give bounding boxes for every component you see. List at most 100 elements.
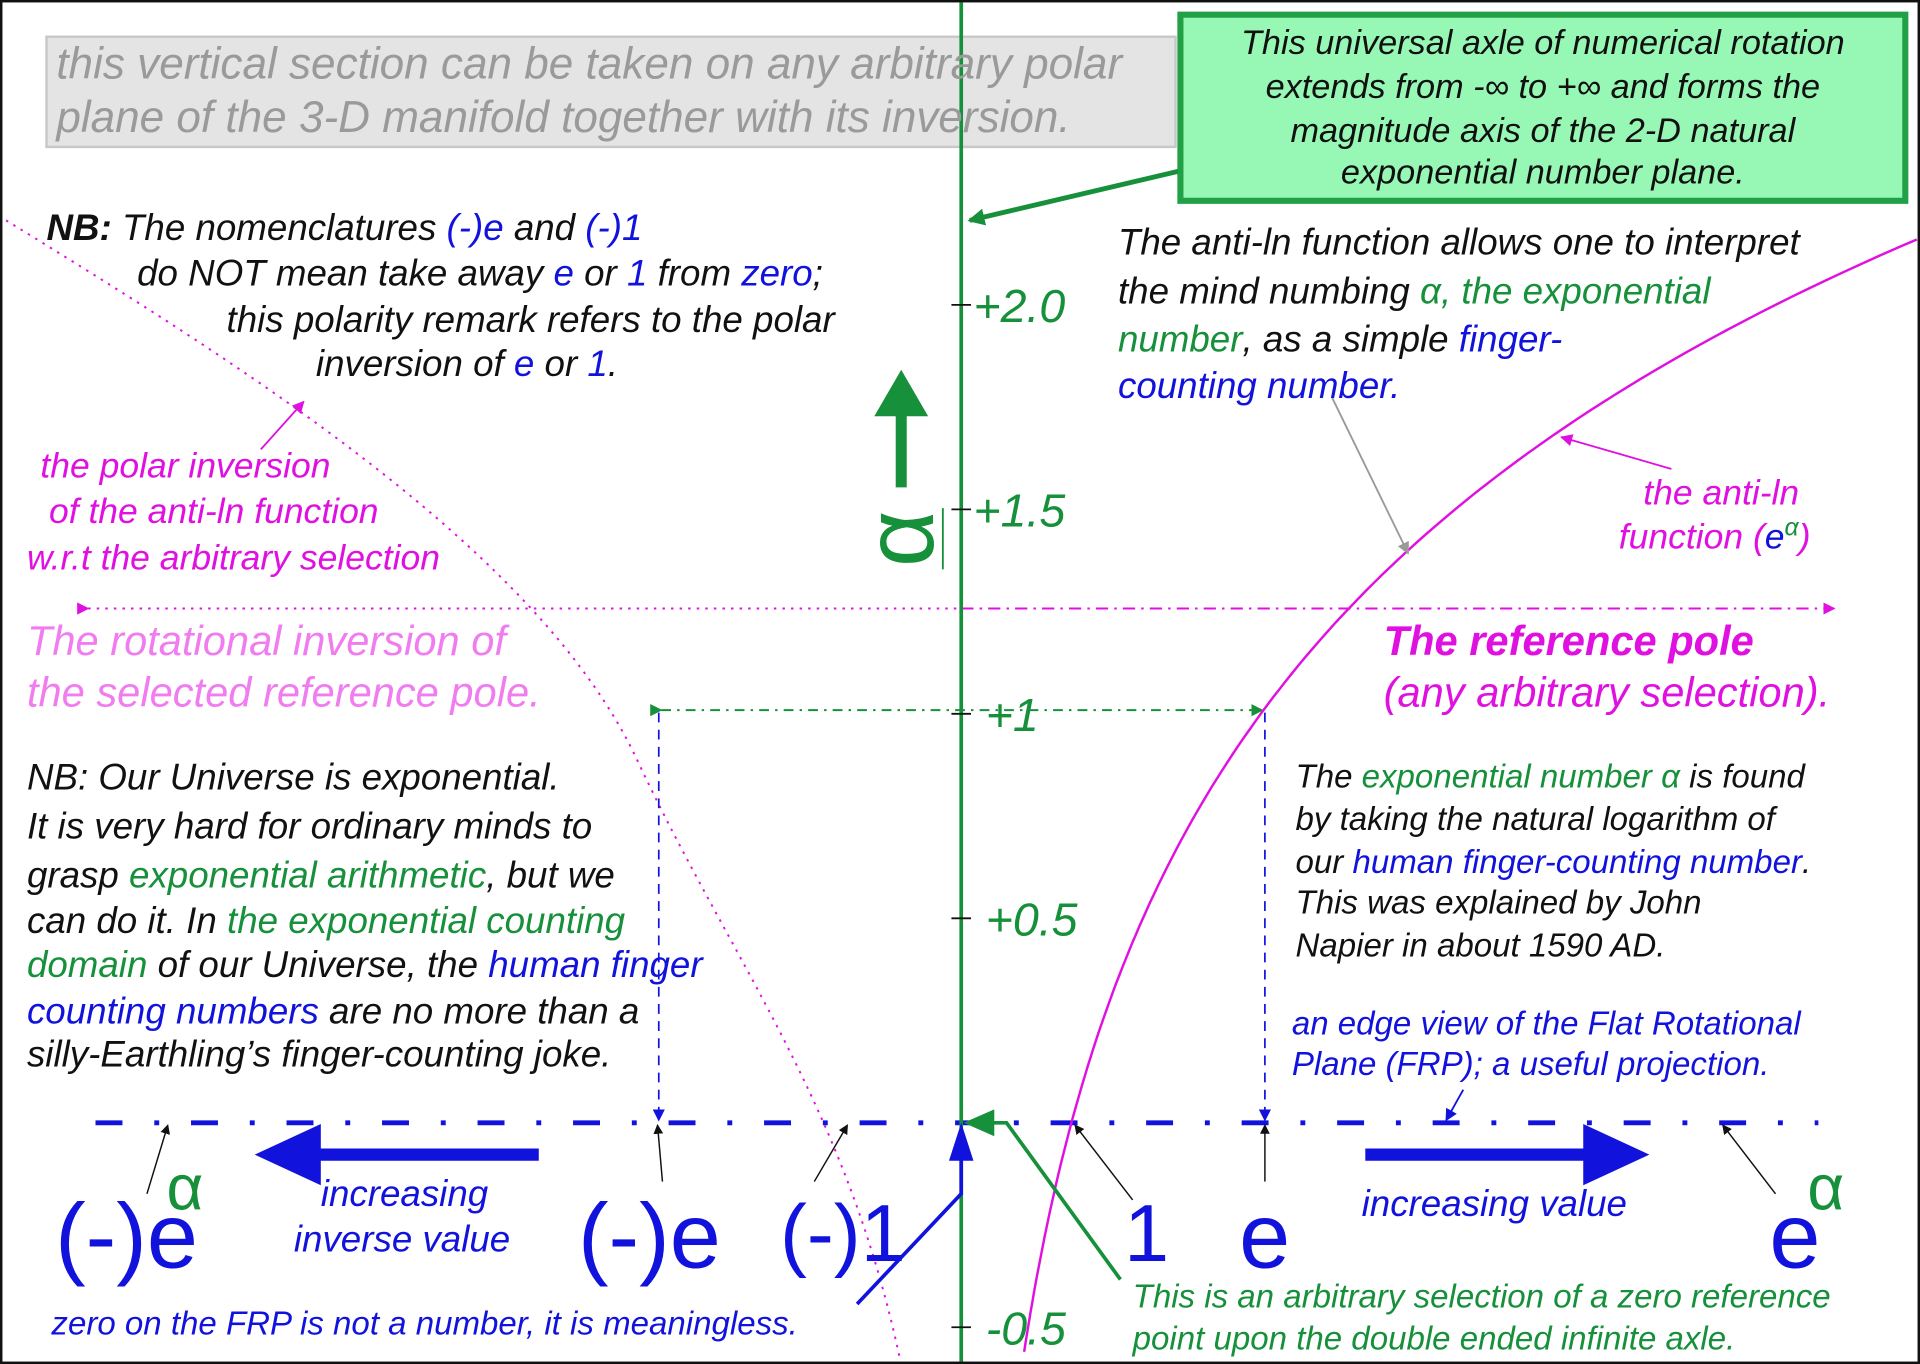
- increasing-value: increasing value: [1362, 1183, 1627, 1224]
- text-segment: the polar inversion: [40, 446, 330, 486]
- text-segment: increasing: [321, 1173, 489, 1214]
- text-segment: e: [1239, 1185, 1290, 1287]
- text-line: counting numbers are no more than a: [27, 991, 639, 1032]
- text-segment: human finger-counting number: [1352, 844, 1803, 881]
- text-segment: this vertical section can be taken on an…: [56, 39, 1124, 88]
- text-line: α: [167, 1153, 204, 1224]
- text-line: silly-Earthling’s finger-counting joke.: [27, 1033, 611, 1074]
- text-segment: or: [534, 343, 587, 384]
- text-segment: counting number.: [1118, 365, 1400, 406]
- text-segment: .: [608, 343, 618, 384]
- text-segment: grasp: [27, 855, 129, 896]
- text-line: (any arbitrary selection).: [1384, 668, 1830, 715]
- text-segment: , but we: [486, 855, 615, 896]
- text-line: The reference pole: [1384, 617, 1754, 664]
- text-segment: the anti-ln: [1643, 472, 1799, 512]
- text-segment: e: [1765, 517, 1785, 557]
- text-segment: function (: [1619, 517, 1768, 557]
- text-segment: (any arbitrary selection).: [1384, 668, 1830, 715]
- text-segment: w.r.t the arbitrary selection: [27, 537, 440, 577]
- text-segment: finger-: [1459, 318, 1562, 359]
- text-segment: human finger: [488, 944, 704, 985]
- increasing-inverse-arrow-head: [254, 1124, 321, 1186]
- text-segment: of our Universe, the: [147, 944, 488, 985]
- text-line: (-)1: [780, 1189, 906, 1279]
- text-line: exponential number plane.: [1341, 154, 1745, 192]
- text-segment: is found: [1680, 758, 1807, 795]
- text-segment: point upon the double ended infinite axl…: [1132, 1320, 1736, 1357]
- polar-inversion-curve: [5, 219, 901, 1360]
- text-segment: e: [553, 252, 573, 293]
- pointer-arrow: [1722, 1124, 1777, 1195]
- pointer-arrow: [146, 1124, 170, 1195]
- axis-tick-label: -0.5: [986, 1302, 1066, 1354]
- nb-nomenclature: NB: The nomenclatures (-)e and (-)1do NO…: [47, 207, 837, 384]
- pointer-arrow: [813, 1124, 848, 1182]
- zero-selection-note: This is an arbitrary selection of a zero…: [1132, 1279, 1831, 1358]
- text-segment: plane of the 3-D manifold together with …: [54, 93, 1070, 142]
- pointer-arrow: [1331, 397, 1409, 555]
- text-line: the anti-ln: [1643, 472, 1799, 512]
- pointer-arrow: [653, 1124, 664, 1182]
- text-segment: increasing value: [1362, 1183, 1627, 1224]
- text-line: domain of our Universe, the human finger: [27, 944, 704, 985]
- text-line: w.r.t the arbitrary selection: [27, 537, 440, 577]
- zero-meaningless-arrow: [855, 1157, 964, 1306]
- gray-note: this vertical section can be taken on an…: [54, 39, 1124, 142]
- label-e-alpha: e: [1769, 1185, 1820, 1287]
- text-segment: The reference pole: [1384, 617, 1754, 664]
- text-segment: from: [647, 252, 741, 293]
- text-segment: domain: [27, 944, 147, 985]
- alpha-up-arrow-head: [874, 369, 929, 417]
- pointer-arrow: [1445, 1089, 1465, 1122]
- axis-tick-label: +0.5: [986, 893, 1078, 945]
- text-segment: the mind numbing: [1118, 271, 1420, 312]
- text-segment: of the anti-ln function: [49, 491, 379, 531]
- text-segment: (-)1: [780, 1189, 906, 1279]
- text-segment: 1: [627, 252, 647, 293]
- text-line: number, as a simple finger-: [1118, 318, 1562, 359]
- text-segment: 1: [1124, 1189, 1169, 1279]
- text-segment: exponential number α: [1362, 758, 1681, 795]
- text-line: our human finger-counting number.: [1296, 844, 1812, 881]
- label-1: 1: [1124, 1189, 1169, 1279]
- text-segment: exponential number plane.: [1341, 154, 1745, 192]
- text-line: (-)e: [55, 1185, 198, 1287]
- text-line: The rotational inversion of: [27, 617, 510, 664]
- text-segment: This was explained by John: [1296, 884, 1702, 921]
- zero-meaningless-arrowhead: [948, 1122, 974, 1161]
- zero-selection-arrowhead: [963, 1109, 995, 1137]
- text-line: the polar inversion: [40, 446, 330, 486]
- alpha-symbol: α: [844, 510, 954, 567]
- text-segment: magnitude axis of the 2-D natural: [1290, 112, 1796, 150]
- text-segment: 1: [587, 343, 607, 384]
- text-line: Plane (FRP); a useful projection.: [1292, 1046, 1770, 1083]
- increasing-value-arrow-head: [1583, 1124, 1650, 1186]
- text-segment: number: [1118, 318, 1244, 359]
- text-line: grasp exponential arithmetic, but we: [27, 855, 615, 896]
- text-line: function (eα): [1619, 514, 1811, 556]
- text-segment: e: [1769, 1185, 1820, 1287]
- text-segment: the selected reference pole.: [27, 668, 541, 715]
- axle-note-box: [1177, 11, 1909, 204]
- text-line: magnitude axis of the 2-D natural: [1290, 112, 1796, 150]
- text-segment: this polarity remark refers to the polar: [227, 299, 837, 340]
- text-segment: (-)1: [585, 207, 642, 248]
- zero-note: zero on the FRP is not a number, it is m…: [50, 1306, 797, 1343]
- text-segment: exponential arithmetic: [129, 855, 486, 896]
- frp-note: an edge view of the Flat RotationalPlane…: [1292, 1006, 1803, 1083]
- text-segment: The rotational inversion of: [27, 617, 510, 664]
- text-segment: (-)e: [55, 1185, 198, 1287]
- text-segment: NB:: [47, 207, 112, 248]
- text-line: zero on the FRP is not a number, it is m…: [50, 1306, 797, 1343]
- text-line: inversion of e or 1.: [316, 343, 618, 384]
- label-neg-e-alpha-sup: α: [167, 1153, 204, 1224]
- text-line: point upon the double ended infinite axl…: [1132, 1320, 1736, 1357]
- text-line: This universal axle of numerical rotatio…: [1241, 24, 1845, 62]
- text-line: It is very hard for ordinary minds to: [27, 806, 592, 847]
- label-neg-1: (-)1: [780, 1189, 906, 1279]
